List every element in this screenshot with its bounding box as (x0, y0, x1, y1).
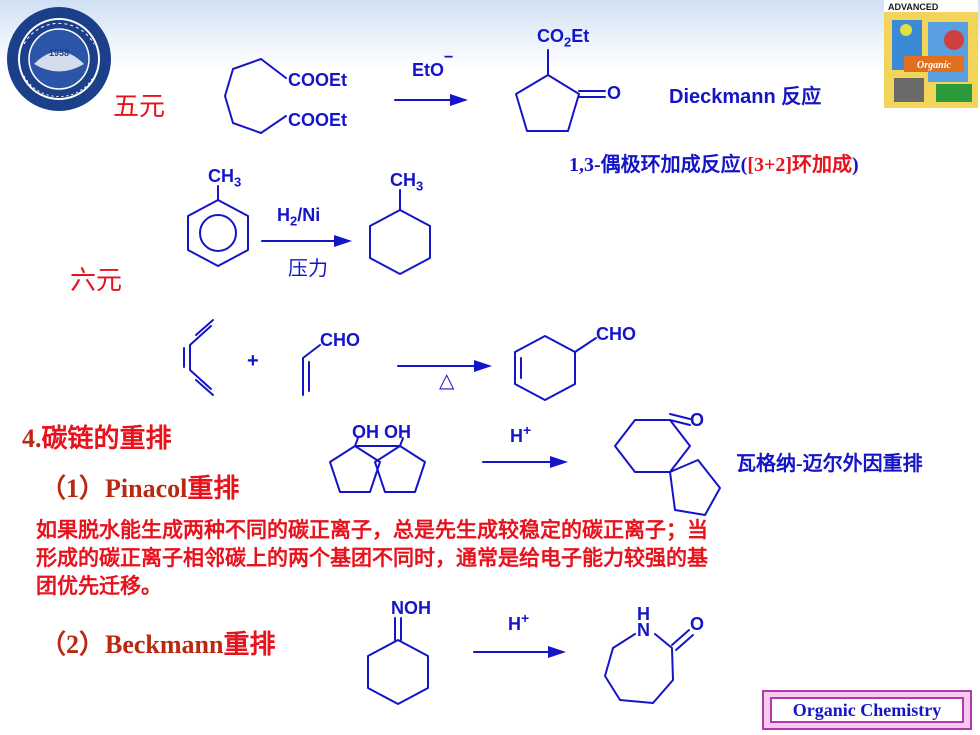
hplus-label-beckmann: H+ (508, 610, 530, 634)
ethoxide-label: EtO− (412, 49, 454, 80)
diester-chain (224, 58, 287, 134)
spiro-ketone (614, 413, 721, 516)
cho-label-product: CHO (596, 324, 636, 344)
noh-label: NOH (391, 598, 431, 618)
h2ni-label: H2/Ni (277, 205, 321, 229)
ketone-oxygen-label: O (607, 83, 622, 103)
hplus-label-pinacol: H+ (510, 422, 532, 446)
pressure-label: 压力 (288, 258, 328, 280)
six-ring-label: 六元 (70, 266, 123, 295)
cooet-label-top: COOEt (288, 70, 348, 90)
methyl-label-toluene: CH3 (208, 166, 242, 190)
spiro-oxygen-label: O (690, 410, 705, 430)
methylcyclohexane-ring (369, 189, 431, 275)
beckmann-heading: （2）Beckmann重排 (40, 630, 276, 659)
methyl-label-cyclohexane: CH3 (390, 170, 424, 194)
svg-text:Organic: Organic (917, 60, 951, 71)
lactam-nh-h: H (637, 604, 650, 624)
pinacol-heading: （1）Pinacol重排 (40, 474, 240, 503)
cyclohexanone-oxime (367, 617, 429, 705)
lactam-n-label: N (637, 620, 650, 640)
arrow-pinacol (482, 456, 568, 468)
footer-label: Organic Chemistry (770, 697, 964, 723)
co2et-label: CO2Et (537, 26, 590, 50)
arrow-dieckmann (394, 94, 468, 106)
book-cover-logo: ADVANCED Organic (884, 0, 978, 108)
acrolein (302, 344, 321, 396)
seal-year: 1958 (49, 48, 69, 58)
cycloaddition-label: 1,3-偶极环加成反应([3+2]环加成) (569, 154, 859, 176)
arrow-hydrogenation (261, 235, 352, 247)
cyclopentanone-ring (515, 49, 606, 132)
cooet-label-bottom: COOEt (288, 110, 348, 130)
section4-heading: 4.碳链的重排 (22, 424, 172, 453)
cyclohexene-ring (514, 335, 597, 401)
arrow-beckmann (473, 646, 566, 658)
rule-paragraph: 如果脱水能生成两种不同的碳正离子，总是先生成较稳定的碳正离子；当 形成的碳正离子… (36, 518, 708, 598)
toluene-ring (187, 185, 249, 267)
wagner-label: 瓦格纳-迈尔外因重排 (736, 453, 923, 475)
five-ring-label: 五元 (113, 92, 166, 121)
butadiene (183, 319, 214, 396)
svg-text:ADVANCED: ADVANCED (888, 2, 939, 12)
footer-badge: Organic Chemistry (762, 690, 972, 730)
university-seal-logo: 1958 (7, 7, 111, 111)
plus-sign: + (247, 350, 259, 372)
caprolactam-ring (604, 629, 694, 704)
lactam-oxygen-label: O (690, 614, 705, 634)
oh-oh-label: OH OH (352, 422, 412, 442)
arrow-diels-alder (397, 360, 492, 372)
heat-symbol: △ (439, 370, 455, 392)
header-gradient (0, 0, 980, 70)
pinacol-diol (329, 437, 426, 493)
cho-label-acrolein: CHO (320, 330, 360, 350)
dieckmann-label: Dieckmann 反应 (669, 86, 822, 108)
